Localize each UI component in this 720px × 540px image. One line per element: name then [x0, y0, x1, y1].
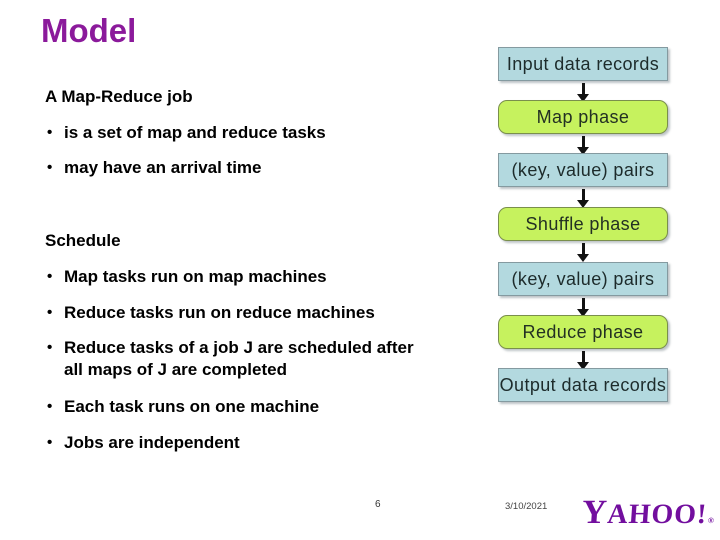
bullet-dot: • [47, 398, 53, 415]
bullet-dot: • [47, 159, 53, 176]
bullet-text: is a set of map and reduce tasks [64, 123, 326, 142]
yahoo-logo-text: YAHOO! [580, 494, 709, 531]
slide-title: Model [41, 12, 137, 49]
bullet-item: • may have an arrival time [47, 157, 436, 179]
arrow-head [577, 147, 589, 155]
bullet-item: • Map tasks run on map machines [47, 266, 436, 288]
bullet-text: Each task runs on one machine [64, 397, 320, 416]
bullet-dot: • [47, 124, 53, 141]
bullet-dot: • [47, 339, 53, 356]
bullet-item: • Reduce tasks run on reduce machines [47, 302, 436, 324]
arrow-stem [581, 83, 585, 94]
arrow-stem [581, 243, 585, 254]
arrow-head [577, 94, 589, 102]
bullet-text: may have an arrival time [64, 158, 262, 177]
down-arrow-icon [576, 83, 590, 102]
down-arrow-icon [576, 189, 590, 208]
arrow-head [577, 254, 589, 262]
section-heading-map-reduce-job: A Map-Reduce job [45, 87, 193, 106]
arrow-stem [581, 189, 585, 200]
section-heading-schedule: Schedule [45, 231, 121, 250]
bullet-text: Reduce tasks run on reduce machines [64, 303, 375, 322]
flow-node-reduce-phase: Reduce phase [498, 315, 668, 349]
bullet-dot: • [47, 304, 53, 321]
flow-node-key-value-pairs-2: (key, value) pairs [498, 262, 668, 296]
down-arrow-icon [576, 351, 590, 370]
arrow-stem [581, 298, 585, 309]
down-arrow-icon [576, 298, 590, 317]
down-arrow-icon [576, 136, 590, 155]
bullet-dot: • [47, 434, 53, 451]
bullet-item: • is a set of map and reduce tasks [47, 122, 436, 144]
bullet-text: Reduce tasks of a job J are scheduled af… [64, 338, 414, 379]
arrow-stem [581, 136, 585, 147]
arrow-stem [581, 351, 585, 362]
flow-node-shuffle-phase: Shuffle phase [498, 207, 668, 241]
registered-trademark-icon: ® [707, 516, 716, 525]
flow-node-key-value-pairs-1: (key, value) pairs [498, 153, 668, 187]
bullet-text: Map tasks run on map machines [64, 267, 327, 286]
bullet-dot: • [47, 268, 53, 285]
slide-date: 3/10/2021 [505, 501, 548, 512]
mapreduce-flow-diagram: Input data records Map phase (key, value… [498, 47, 668, 407]
flow-node-output-data-records: Output data records [498, 368, 668, 402]
bullet-item: • Each task runs on one machine [47, 396, 436, 418]
flow-node-map-phase: Map phase [498, 100, 668, 134]
page-number: 6 [375, 499, 381, 510]
bullet-item: • Reduce tasks of a job J are scheduled … [47, 337, 436, 381]
bullet-text: Jobs are independent [64, 433, 240, 452]
bullet-item: • Jobs are independent [47, 432, 436, 454]
arrow-head [577, 362, 589, 370]
down-arrow-icon [576, 243, 590, 262]
flow-node-input-data-records: Input data records [498, 47, 668, 81]
arrow-head [577, 309, 589, 317]
yahoo-logo: YAHOO!® [581, 494, 717, 532]
arrow-head [577, 200, 589, 208]
